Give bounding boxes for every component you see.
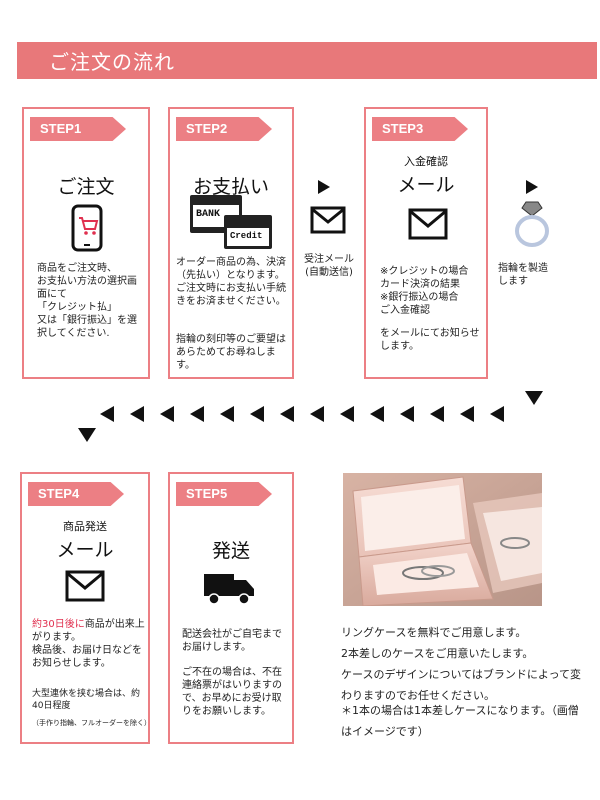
arrow-row [100, 406, 520, 424]
ring-case-photo [343, 473, 542, 606]
arrow-icon [430, 406, 444, 422]
ring-label: 指輪を製造 します [498, 263, 548, 287]
arrow-icon [160, 406, 174, 422]
step4-tag: STEP4 [28, 482, 124, 506]
arrow-icon [190, 406, 204, 422]
mail-icon [65, 570, 105, 606]
order-mail-label: 受注メール (自動送信) [304, 254, 354, 278]
arrow-icon [310, 406, 324, 422]
step1-card: STEP1 ご注文 商品をご注文時、 お支払い方法の選択画面にて 「クレジット払… [22, 107, 150, 379]
bank-credit-icon: BANK Credit [190, 193, 276, 249]
step4-card: STEP4 商品発送 メール 約30日後に商品が出来上がります。 検品後、お届け… [20, 472, 151, 744]
step1-tag: STEP1 [30, 117, 126, 141]
step5-tag: STEP5 [176, 482, 272, 506]
arrow-icon [460, 406, 474, 422]
mail-icon [310, 206, 346, 238]
ring-icon [512, 200, 552, 252]
step4-body-emphasis: 約30日後に [32, 619, 85, 630]
step3-body2: をメールにてお知らせします。 [380, 328, 480, 352]
step5-card: STEP5 発送 配送会社がご自宅までお届けします。 ご不在の場合は、不在連絡票… [168, 472, 294, 744]
step4-subtitle: 商品発送 [63, 520, 107, 533]
mail-icon [408, 208, 448, 244]
step4-body3: （手作り指輪、フルオーダーを除く） [32, 719, 151, 727]
arrow-icon [526, 180, 538, 194]
step3-card: STEP3 入金確認 メール ※クレジットの場合 カード決済の結果 ※銀行振込の… [364, 107, 488, 379]
arrow-icon [250, 406, 264, 422]
step3-subtitle: 入金確認 [404, 155, 448, 168]
credit-label: Credit [230, 231, 263, 241]
smartphone-cart-icon [70, 204, 104, 256]
step1-body: 商品をご注文時、 お支払い方法の選択画面にて 「クレジット払」 又は「銀行振込」… [37, 263, 137, 339]
arrow-icon [220, 406, 234, 422]
step5-title: 発送 [211, 540, 250, 562]
step3-body: ※クレジットの場合 カード決済の結果 ※銀行振込の場合 ご入金確認 [380, 266, 469, 316]
arrow-icon [130, 406, 144, 422]
arrow-icon [280, 406, 294, 422]
step2-body: オーダー商品の為、決済（先払い）となります。ご注文時にお支払い手続きをお済ませく… [176, 257, 286, 307]
arrow-icon [78, 428, 96, 442]
step3-tag: STEP3 [372, 117, 468, 141]
arrow-icon [100, 406, 114, 422]
arrow-icon [318, 180, 330, 194]
step1-title: ご注文 [57, 176, 115, 198]
section-header: ご注文の流れ [17, 42, 597, 79]
step5-body2: ご不在の場合は、不在連絡票がはいりますので、お早めにお受け取りをお願いします。 [182, 667, 282, 717]
step4-body-text: 商品が出来上がります。 検品後、お届け日などをお知らせします。 [32, 619, 145, 669]
step2-tag: STEP2 [176, 117, 272, 141]
step2-body2: 指輪の刻印等のご要望はあらためてお尋ねします。 [176, 334, 286, 371]
ring-case-caption: リングケースを無料でご用意します。 2本差しのケースをご用意いたします。 ケース… [341, 626, 582, 702]
step2-card: STEP2 お支払い BANK Credit オーダー商品の為、決済（先払い）と… [168, 107, 294, 379]
step4-title: メール [56, 539, 114, 561]
bank-label: BANK [196, 209, 221, 220]
truck-icon [204, 572, 256, 610]
step5-body: 配送会社がご自宅までお届けします。 [182, 629, 282, 653]
arrow-icon [370, 406, 384, 422]
arrow-icon [400, 406, 414, 422]
step3-title: メール [397, 174, 455, 196]
section-title: ご注文の流れ [49, 50, 175, 74]
arrow-icon [525, 391, 543, 405]
step2-title: お支払い [192, 176, 269, 198]
arrow-icon [340, 406, 354, 422]
step4-body: 約30日後に商品が出来上がります。 検品後、お届け日などをお知らせします。 [32, 618, 146, 670]
step4-body2: 大型連休を挟む場合は、約40日程度 [32, 689, 141, 711]
arrow-icon [490, 406, 504, 422]
ring-case-note: ＊1本の場合は1本差しケースになります。（画僧はイメージです） [341, 704, 579, 738]
